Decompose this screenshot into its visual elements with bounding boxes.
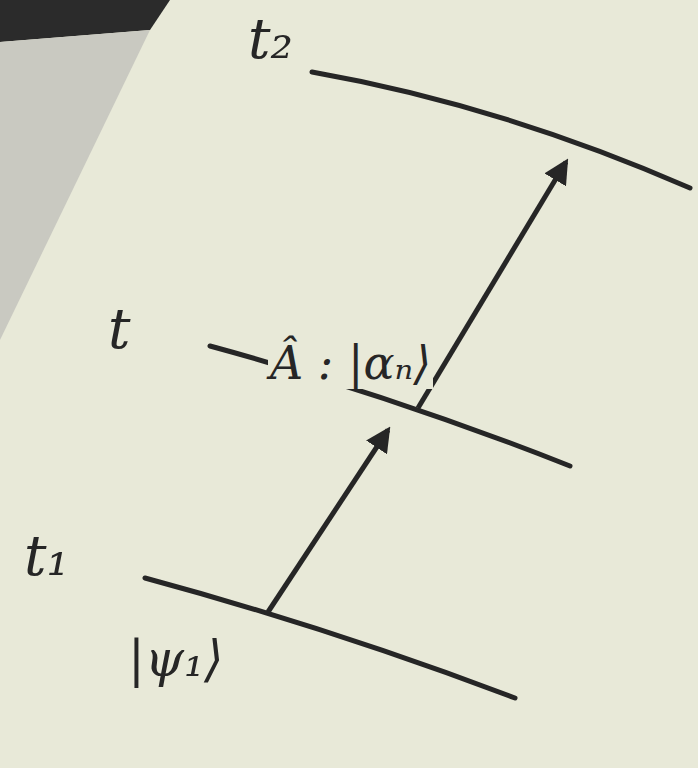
background-grey-edge <box>0 30 150 340</box>
initial-state-label: |ψ₁⟩ <box>128 632 224 687</box>
evolution-arrow <box>268 430 388 612</box>
time-label: t <box>108 298 131 360</box>
evolution-arrow <box>418 162 566 408</box>
time-label: t₂ <box>248 8 293 70</box>
observable-state-label: Â : |αₙ⟩ <box>268 338 433 389</box>
time-label: t₁ <box>24 525 69 587</box>
time-line-t2 <box>312 72 690 188</box>
